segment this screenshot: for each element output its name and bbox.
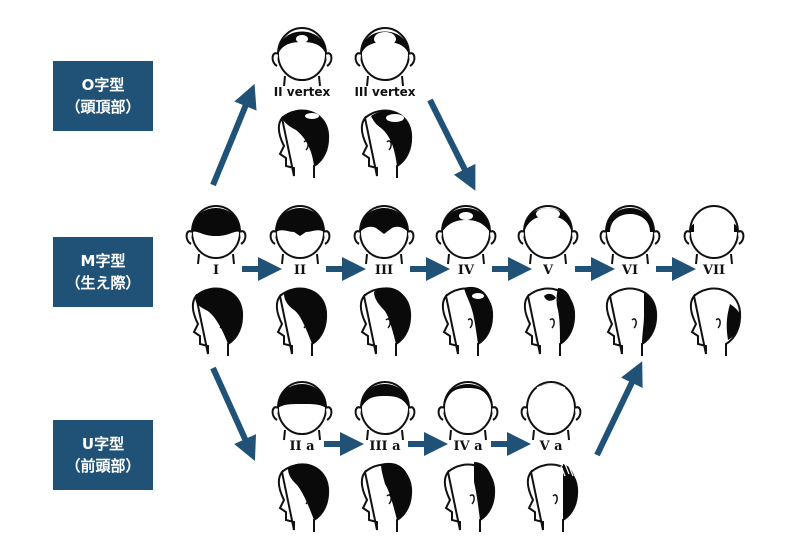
stage-iii-vertex: III vertex <box>354 27 416 179</box>
stage-label-i: I <box>213 263 219 278</box>
category-m-title: M字型 <box>80 252 126 270</box>
category-u-title: U字型 <box>81 435 125 453</box>
stage-label-iv-a: IV a <box>453 439 483 454</box>
stage-iii-a: III a <box>354 381 416 533</box>
category-o-title: O字型 <box>81 76 125 94</box>
stage-vi: VI <box>599 205 661 357</box>
stage-iii: III <box>353 205 415 357</box>
stage-label-vii: VII <box>702 263 725 278</box>
arrow-m-to-o <box>210 83 257 187</box>
stage-vii: VII <box>683 205 745 357</box>
stage-label-vi: VI <box>621 263 638 278</box>
stage-ii: II <box>269 205 331 357</box>
category-u-box: U字型 （前頭部） <box>53 420 153 490</box>
stage-label-iii-vertex: III vertex <box>354 85 415 99</box>
stage-i: I <box>185 205 247 357</box>
stage-ii-a: II a <box>271 381 333 533</box>
stage-v-a: V a <box>520 381 582 533</box>
category-o-box: O字型 （頭頂部） <box>53 61 153 131</box>
stage-label-ii: II <box>294 263 306 278</box>
stage-label-ii-vertex: II vertex <box>274 85 331 99</box>
category-o-subtitle: （頭頂部） <box>65 98 141 116</box>
stage-label-v-a: V a <box>538 439 563 454</box>
stage-ii-vertex: II vertex <box>271 27 333 179</box>
stage-label-v: V <box>542 263 554 278</box>
category-m-subtitle: （生え際） <box>65 274 141 292</box>
arrow-o-to-m <box>427 98 476 191</box>
stage-iv: IV <box>435 205 497 357</box>
arrows <box>210 83 696 461</box>
arrow-m-to-u <box>210 366 257 461</box>
stage-label-ii-a: II a <box>289 439 315 454</box>
stage-label-iii: III <box>375 263 393 278</box>
stage-label-iii-a: III a <box>369 439 401 454</box>
category-m-box: M字型 （生え際） <box>53 237 153 307</box>
stage-label-iv: IV <box>458 263 475 278</box>
stage-v: V <box>517 205 579 357</box>
arrow-u-to-m <box>594 361 643 457</box>
stage-iv-a: IV a <box>437 381 499 533</box>
category-u-subtitle: （前頭部） <box>65 457 141 475</box>
